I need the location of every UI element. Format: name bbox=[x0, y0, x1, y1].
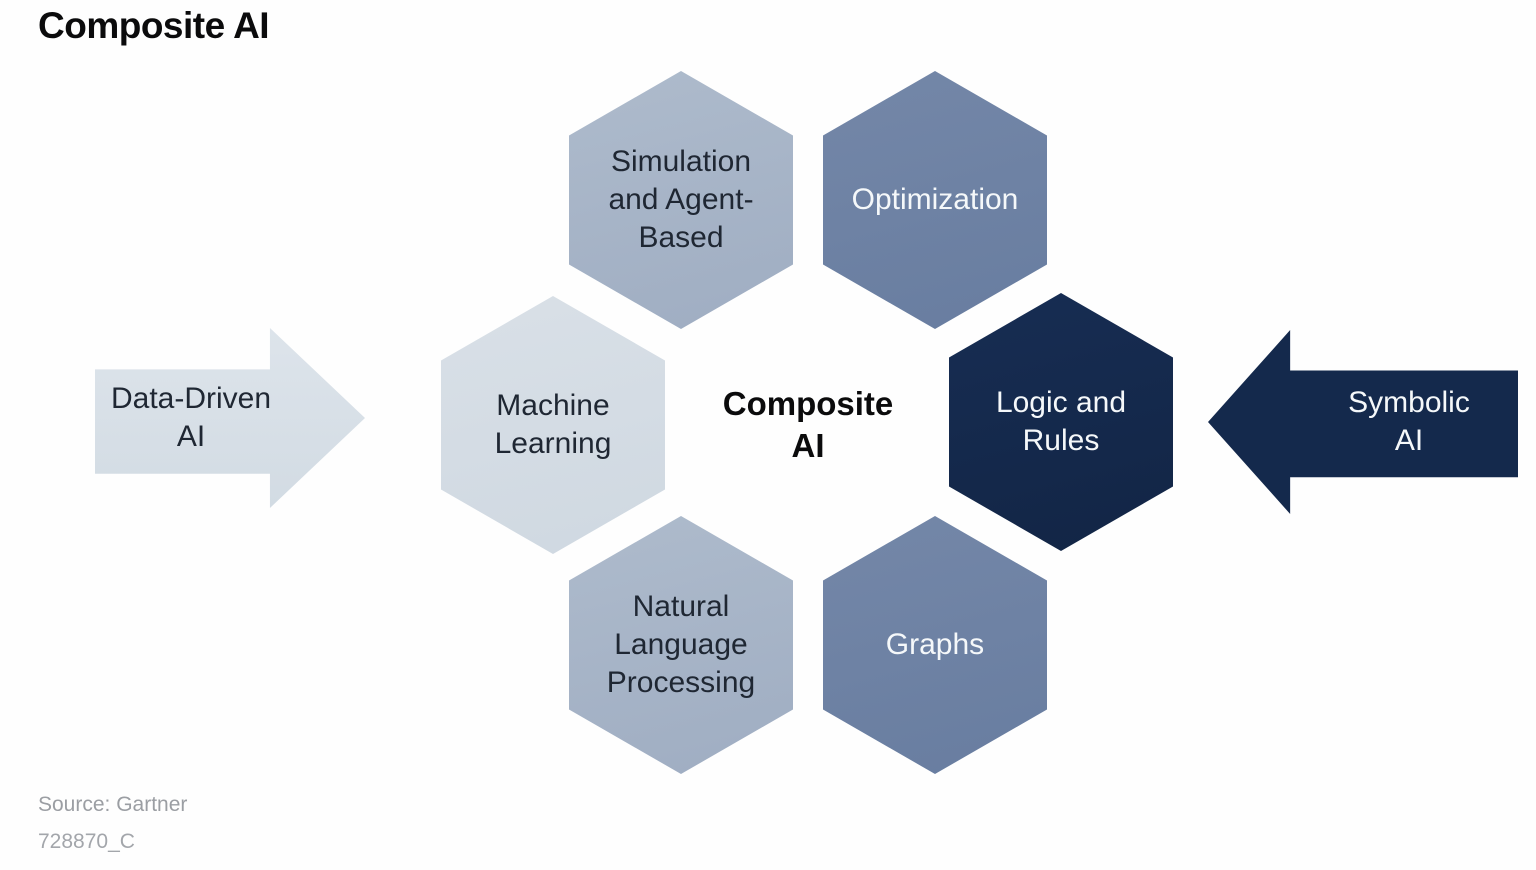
data-driven-ai-arrow-label: Data-Driven AI bbox=[110, 382, 272, 453]
hexagon-machine-learning-label: Machine Learning bbox=[494, 389, 612, 460]
symbolic-ai-arrow: Symbolic AI bbox=[1208, 330, 1518, 514]
hexagon-graphs: Graphs bbox=[823, 516, 1047, 774]
symbolic-ai-arrow-label: Symbolic AI bbox=[1348, 386, 1470, 457]
hexagon-logic-and-rules: Logic and Rules bbox=[949, 293, 1173, 551]
hexagon-simulation-agent-based: Simulation and Agent- Based bbox=[569, 71, 793, 329]
data-driven-ai-arrow: Data-Driven AI bbox=[95, 328, 365, 508]
hexagon-natural-language-processing-label: Natural Language Processing bbox=[606, 590, 756, 699]
hexagon-machine-learning: Machine Learning bbox=[441, 296, 665, 554]
hexagon-optimization-label: Optimization bbox=[851, 183, 1019, 216]
center-composite-ai-label: Composite AI bbox=[722, 385, 894, 464]
hexagon-optimization: Optimization bbox=[823, 71, 1047, 329]
hexagon-logic-and-rules-label: Logic and Rules bbox=[995, 386, 1127, 457]
hexagon-graphs-label: Graphs bbox=[885, 628, 985, 661]
hexagon-simulation-agent-based-label: Simulation and Agent- Based bbox=[608, 145, 754, 254]
page-title: Composite AI bbox=[38, 5, 270, 46]
source-attribution: Source: Gartner bbox=[38, 793, 188, 816]
document-code: 728870_C bbox=[38, 830, 135, 853]
hexagon-natural-language-processing: Natural Language Processing bbox=[569, 516, 793, 774]
